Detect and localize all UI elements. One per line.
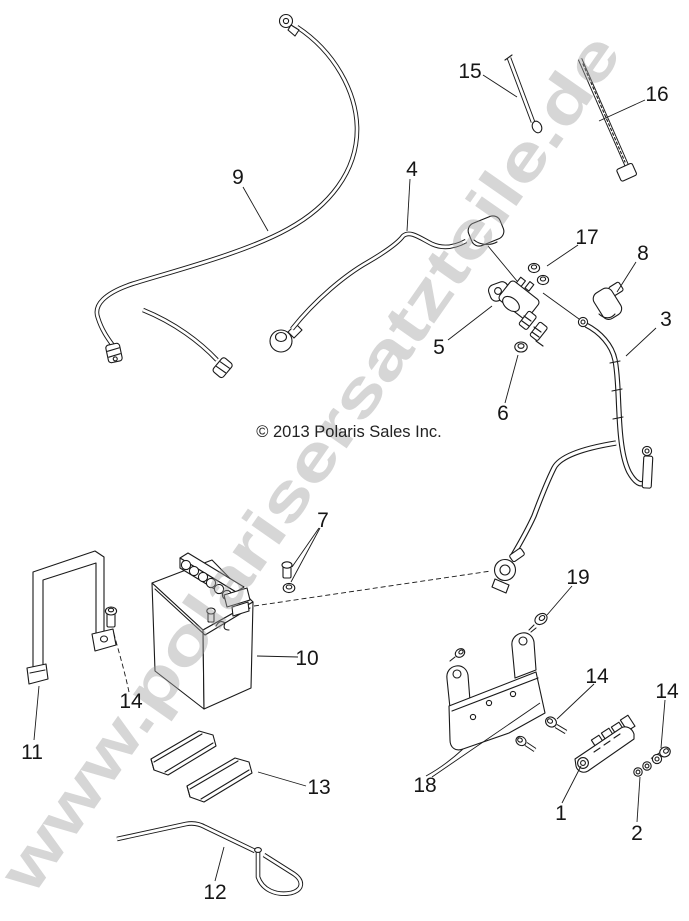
leader-5 <box>447 305 493 341</box>
leader-13 <box>257 771 307 787</box>
callout-10: 10 <box>295 647 318 670</box>
part-cable-3 <box>491 316 654 594</box>
leader-9 <box>242 186 269 232</box>
part-screw-19 <box>528 612 548 633</box>
callout-19: 19 <box>566 566 589 589</box>
leader-10 <box>256 655 299 658</box>
copyright-text: © 2013 Polaris Sales Inc. <box>256 423 442 441</box>
callout-labels: 9 15 16 4 17 8 3 5 6 7 19 10 14 11 13 12… <box>21 60 679 904</box>
part-bolt-14-mid <box>545 716 568 734</box>
cable-terminal <box>212 357 233 379</box>
part-nuts-17 <box>527 262 550 286</box>
callout-2: 2 <box>631 822 643 845</box>
part-cable-tie-16 <box>577 58 637 182</box>
leader-lines <box>33 74 666 882</box>
callout-14-left: 14 <box>119 690 143 713</box>
part-bolt-15 <box>504 54 543 134</box>
part-solenoid-5 <box>488 276 580 347</box>
part-cable-4 <box>269 215 518 353</box>
callout-13: 13 <box>307 776 330 799</box>
leader-16 <box>598 99 646 122</box>
callout-12: 12 <box>203 881 226 904</box>
watermark-text: www.polarisersatzteile.de <box>0 20 635 906</box>
leader-14-right <box>660 699 666 749</box>
part-foam-pads-13 <box>150 730 253 803</box>
cable-terminal <box>105 342 123 364</box>
callout-16: 16 <box>645 83 668 106</box>
leader-17 <box>546 244 579 267</box>
leader-7b <box>290 527 321 583</box>
leader-8 <box>616 261 637 293</box>
leader-11 <box>33 685 40 741</box>
part-rod-12 <box>116 821 304 896</box>
callout-7: 7 <box>317 509 329 532</box>
callout-18: 18 <box>413 774 436 797</box>
part-cable-9 <box>94 13 360 379</box>
leader-7a <box>291 527 320 568</box>
callout-3: 3 <box>660 308 672 331</box>
leader-3 <box>625 327 657 357</box>
leader-14-mid <box>556 683 595 720</box>
part-bracket-18 <box>425 632 546 777</box>
part-washers-2 <box>633 753 663 777</box>
leader-18 <box>431 702 541 778</box>
leader-19 <box>546 585 573 616</box>
part-battery-10 <box>151 552 254 710</box>
leader-1 <box>561 765 582 804</box>
leader-6 <box>504 354 519 404</box>
callout-5: 5 <box>433 336 445 359</box>
callout-14-mid: 14 <box>585 665 609 688</box>
part-terminal-block-1 <box>574 714 636 773</box>
callout-4: 4 <box>406 158 418 181</box>
part-strap-11 <box>26 550 117 685</box>
leader-4 <box>406 178 411 232</box>
callout-8: 8 <box>637 242 649 265</box>
callout-17: 17 <box>575 226 598 249</box>
part-nut-6 <box>514 341 528 353</box>
callout-14-right: 14 <box>655 680 679 703</box>
part-boot-8 <box>592 281 624 320</box>
part-bolt-extra <box>515 735 537 752</box>
leader-2 <box>636 776 641 823</box>
leader-12 <box>214 846 225 882</box>
callout-11: 11 <box>21 741 43 764</box>
callout-9: 9 <box>232 166 244 189</box>
callout-15: 15 <box>458 60 481 83</box>
leader-14-left <box>112 629 130 693</box>
part-bolt-14-left <box>104 606 118 628</box>
diagram-art <box>26 13 671 896</box>
leader-15 <box>482 74 518 98</box>
part-screw-small <box>449 648 466 662</box>
callout-1: 1 <box>555 802 567 825</box>
callout-6: 6 <box>497 402 509 425</box>
part-bolt-nut-7 <box>281 561 296 594</box>
